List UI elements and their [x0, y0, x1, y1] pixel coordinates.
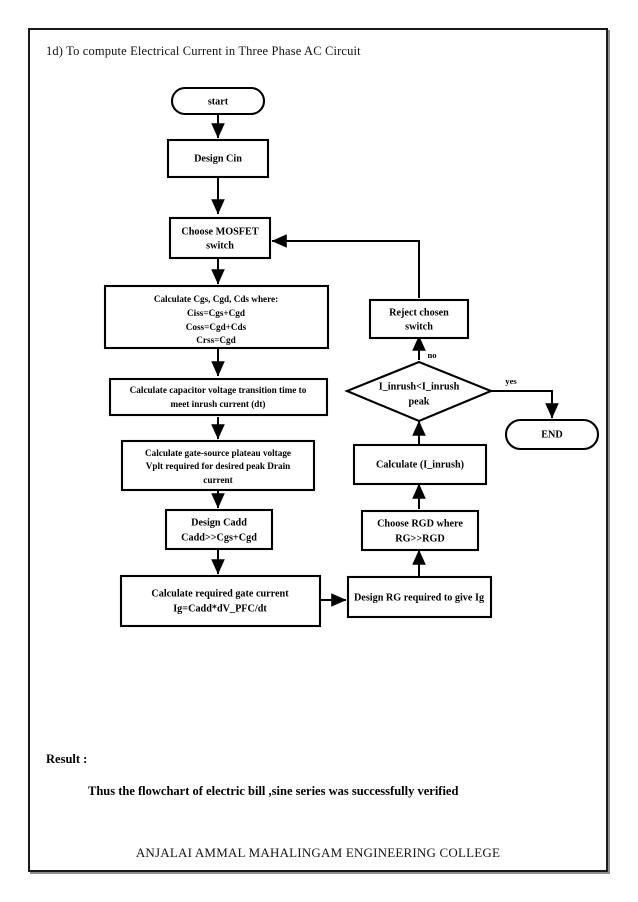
result-label: Result :: [46, 752, 88, 766]
node-calculate-cgs-line3: Coss=Cgd+Cds: [186, 322, 247, 332]
node-calculate-cgs-line2: Ciss=Cgs+Cgd: [187, 308, 245, 318]
edge-decision-yes-to-end: [491, 390, 559, 419]
result-statement: Thus the flowchart of electric bill ,sin…: [88, 784, 459, 798]
node-choose-mosfet[interactable]: Choose MOSFET switch: [168, 216, 272, 260]
node-calculate-cgs[interactable]: Calculate Cgs, Cgd, Cds where: Ciss=Cgs+…: [103, 284, 330, 350]
node-design-cadd-line1: Design Cadd: [191, 517, 247, 528]
node-reject-switch-line2: switch: [405, 321, 433, 332]
edge-reject-switch-feedback-to-mosfet: [271, 234, 420, 298]
node-design-rg[interactable]: Design RG required to give Ig: [346, 575, 493, 619]
node-calculate-inrush[interactable]: Calculate (I_inrush): [352, 443, 488, 486]
node-end[interactable]: END: [504, 418, 600, 451]
node-calculate-cgs-line4: Crss=Cgd: [196, 335, 235, 345]
node-design-rg-label: Design RG required to give Ig: [354, 592, 484, 603]
node-calculate-plateau[interactable]: Calculate gate-source plateau voltage Vp…: [120, 439, 316, 492]
edge-label-yes: yes: [505, 376, 517, 386]
node-start-label: start: [208, 96, 229, 107]
node-choose-mosfet-line1: Choose MOSFET: [181, 226, 258, 237]
node-choose-mosfet-line2: switch: [206, 240, 234, 251]
node-end-label: END: [541, 429, 563, 440]
flowchart-diagram: no yes start Design Cin Choose MOSFET: [30, 66, 606, 636]
node-plateau-line2: Vplt required for desired peak Drain: [146, 461, 291, 471]
node-decision-line1: I_inrush<I_inrush: [379, 381, 460, 392]
edge-label-no: no: [427, 350, 436, 360]
node-choose-rgd-line2: RG>>RGD: [395, 533, 445, 544]
node-decision-line2: peak: [409, 396, 430, 407]
node-reject-switch[interactable]: Reject chosen switch: [368, 298, 470, 340]
node-calculate-gate-current[interactable]: Calculate required gate current Ig=Cadd*…: [119, 574, 322, 628]
node-choose-rgd-line1: Choose RGD where: [377, 518, 463, 529]
node-calculate-cap-voltage[interactable]: Calculate capacitor voltage transition t…: [108, 377, 329, 417]
node-choose-rgd[interactable]: Choose RGD where RG>>RGD: [360, 509, 480, 552]
node-reject-switch-line1: Reject chosen: [389, 307, 449, 318]
node-cap-voltage-line2: meet inrush current (dt): [170, 399, 265, 409]
node-gate-current-line2: Ig=Cadd*dV_PFC/dt: [173, 603, 267, 614]
node-cap-voltage-line1: Calculate capacitor voltage transition t…: [130, 385, 307, 395]
node-plateau-line3: current: [203, 475, 233, 485]
node-design-cadd-line2: Cadd>>Cgs+Cgd: [181, 532, 257, 543]
node-plateau-line1: Calculate gate-source plateau voltage: [145, 448, 291, 458]
node-start[interactable]: start: [170, 86, 266, 116]
node-design-cin[interactable]: Design Cin: [166, 138, 270, 179]
footer-college-name: ANJALAI AMMAL MAHALINGAM ENGINEERING COL…: [135, 845, 501, 860]
node-decision-inrush[interactable]: I_inrush<I_inrush peak: [344, 360, 494, 423]
node-calculate-cgs-line1: Calculate Cgs, Cgd, Cds where:: [154, 294, 278, 304]
node-calculate-inrush-label: Calculate (I_inrush): [376, 459, 464, 470]
page-border-frame: 1d) To compute Electrical Current in Thr…: [28, 28, 608, 872]
node-gate-current-line1: Calculate required gate current: [151, 588, 289, 599]
node-design-cadd[interactable]: Design Cadd Cadd>>Cgs+Cgd: [164, 508, 274, 551]
page-title: 1d) To compute Electrical Current in Thr…: [46, 44, 361, 58]
flow-edges: [211, 112, 559, 607]
node-design-cin-label: Design Cin: [194, 153, 242, 164]
